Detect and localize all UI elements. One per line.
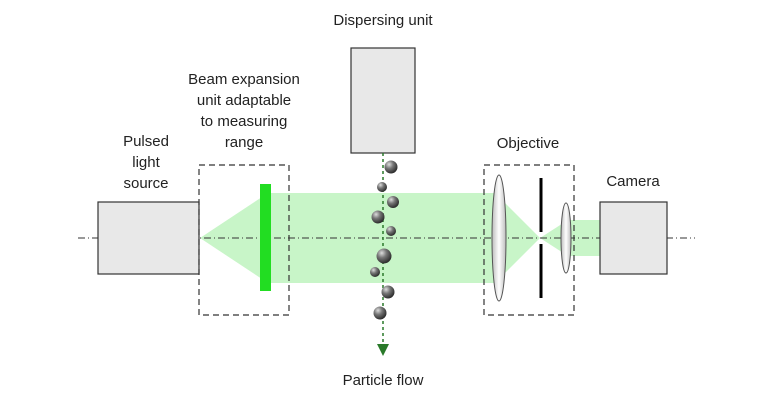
light-source-label-line-3: source bbox=[123, 175, 168, 192]
particle bbox=[386, 226, 396, 236]
light-source-label-line-2: light bbox=[132, 154, 160, 171]
camera-box bbox=[599, 201, 668, 275]
particle bbox=[376, 248, 392, 264]
particle bbox=[371, 210, 385, 224]
dispersing-unit-label: Dispersing unit bbox=[333, 12, 433, 29]
beam-expansion-unit-box bbox=[198, 164, 290, 316]
beam-expansion-label-line-4: range bbox=[225, 134, 263, 151]
objective-label: Objective bbox=[497, 135, 560, 152]
particle bbox=[381, 285, 395, 299]
particle bbox=[373, 306, 387, 320]
dispersing-unit-box bbox=[350, 47, 416, 154]
objective-lens-small bbox=[560, 202, 572, 274]
beam-expansion-label-line-3: to measuring bbox=[201, 113, 288, 130]
beam-expansion-label-line-1: Beam expansion bbox=[188, 71, 300, 88]
objective-lens-large bbox=[491, 174, 507, 302]
particle bbox=[377, 182, 387, 192]
light-source-label-line-1: Pulsed bbox=[123, 133, 169, 150]
particle bbox=[384, 160, 398, 174]
beam-expansion-label-line-2: unit adaptable bbox=[197, 92, 291, 109]
objective-box bbox=[483, 164, 575, 316]
green-filter bbox=[260, 184, 271, 291]
camera-label: Camera bbox=[606, 173, 660, 190]
particle-flow-label: Particle flow bbox=[343, 372, 424, 389]
particles bbox=[370, 160, 399, 320]
particle bbox=[370, 267, 380, 277]
particle bbox=[387, 196, 399, 208]
light-source-box bbox=[97, 201, 200, 275]
